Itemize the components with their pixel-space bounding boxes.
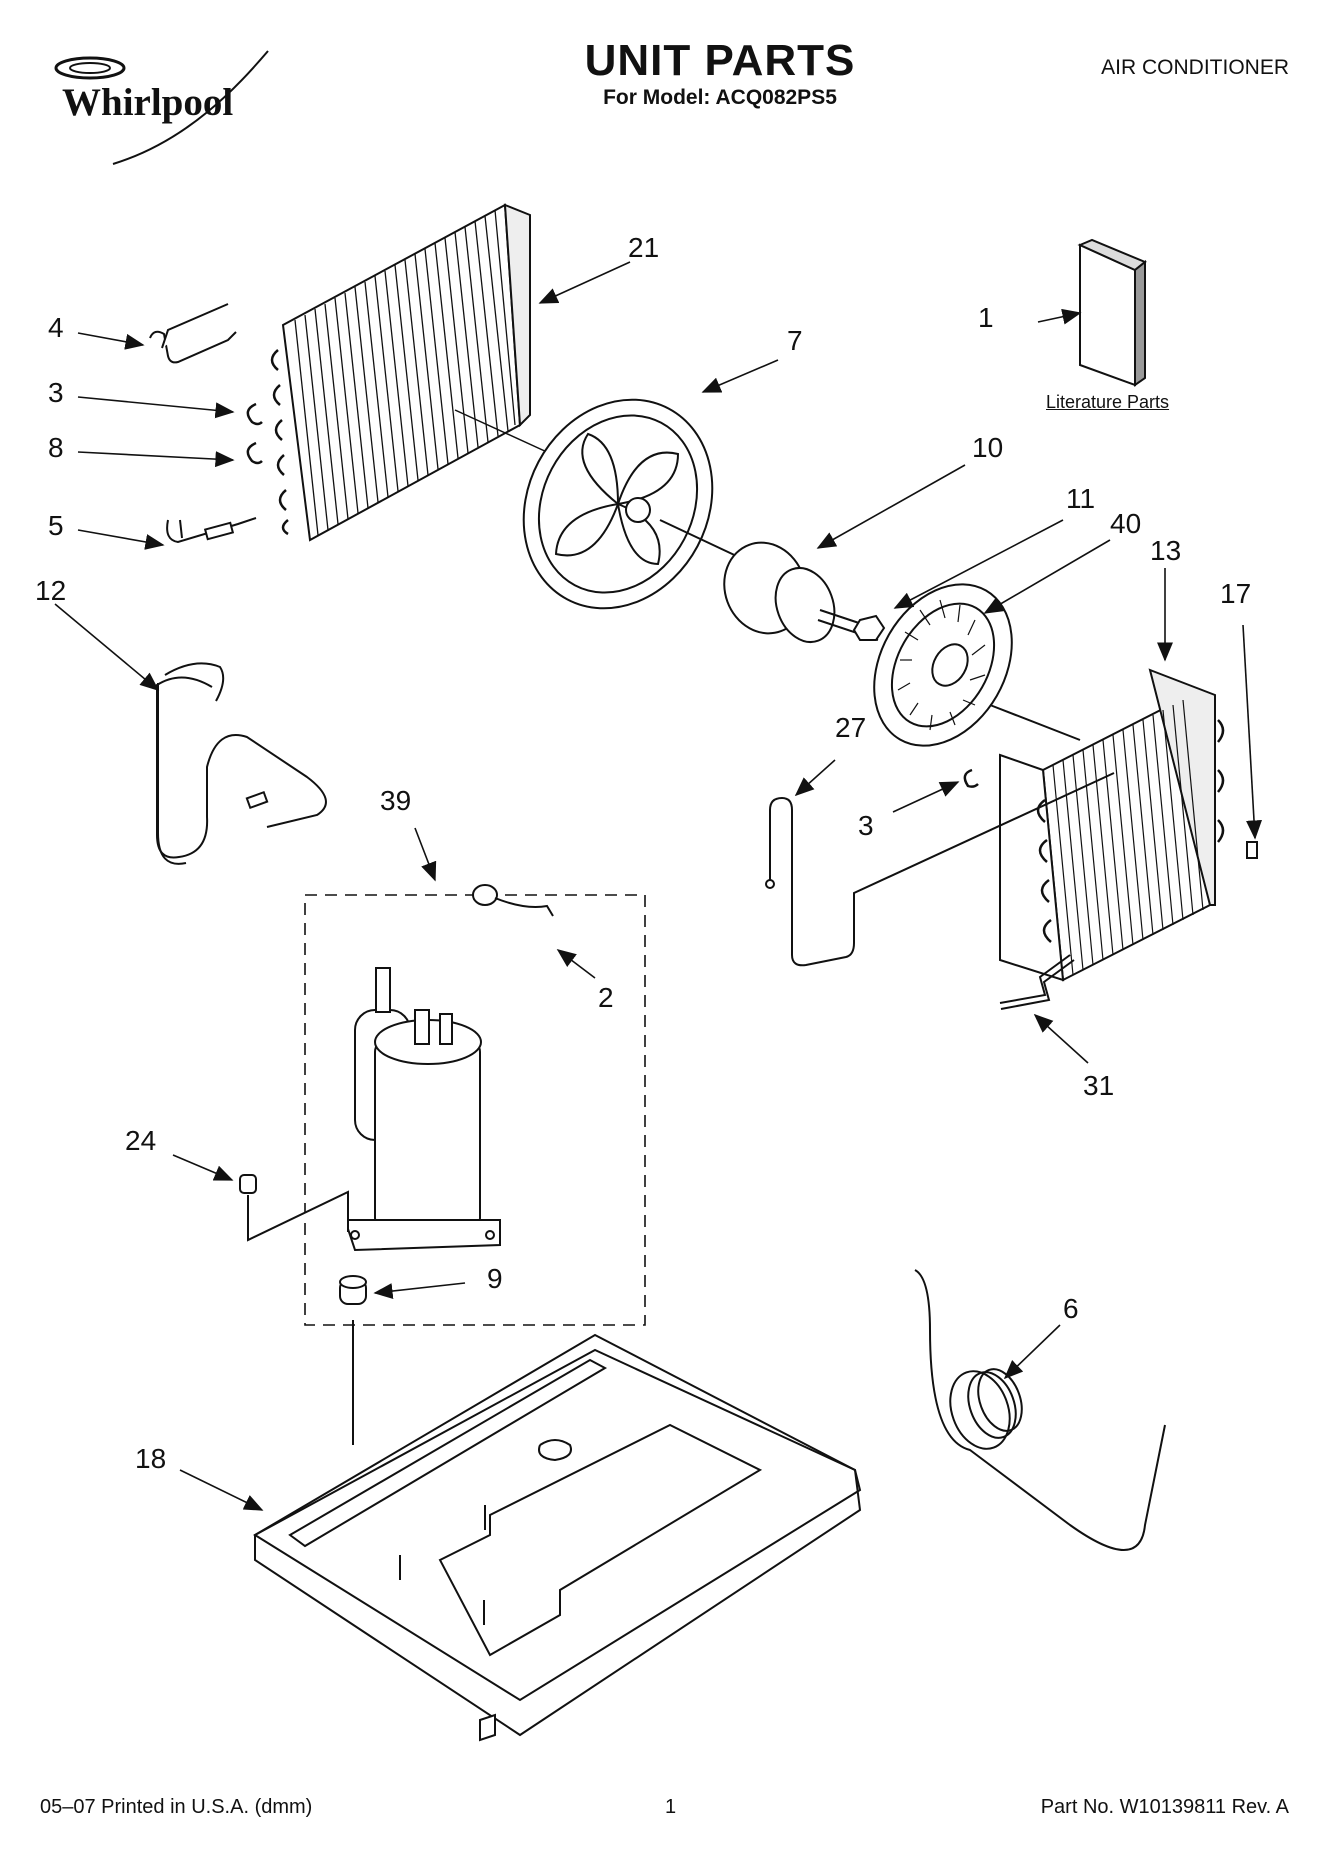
callout-18: 18 xyxy=(135,1443,167,1474)
whirlpool-logo xyxy=(38,46,283,166)
literature-part-1 xyxy=(1077,238,1147,387)
callout-11: 11 xyxy=(1066,483,1096,514)
base-pan-part-18 xyxy=(253,1333,862,1742)
clip-part-3-left xyxy=(246,402,263,426)
callout-31: 31 xyxy=(1083,1070,1115,1101)
page-title: UNIT PARTS xyxy=(584,36,856,85)
callout-3-right: 3 xyxy=(858,810,874,841)
footer-part-number: Part No. W10139811 Rev. A xyxy=(1040,1796,1289,1818)
callout-9: 9 xyxy=(487,1263,503,1294)
product-category: AIR CONDITIONER xyxy=(1101,56,1289,79)
callout-6: 6 xyxy=(1063,1293,1079,1324)
grommet-part-9 xyxy=(339,1275,367,1445)
overload-part-2 xyxy=(472,884,554,917)
callout-39: 39 xyxy=(380,785,412,816)
footer-print-info: 05–07 Printed in U.S.A. (dmm) xyxy=(40,1796,313,1818)
condenser-coil-part-21 xyxy=(270,203,561,542)
fan-motor-part-10 xyxy=(659,519,881,643)
blower-wheel-part-40 xyxy=(873,583,1081,747)
nut-part-24 xyxy=(239,1174,349,1242)
logo-swirl-icon xyxy=(54,50,269,165)
clip-part-3-right xyxy=(963,768,979,788)
callout-27: 27 xyxy=(835,712,867,743)
thermistor-part-17 xyxy=(1246,841,1258,859)
callout-4: 4 xyxy=(48,312,64,343)
callout-13: 13 xyxy=(1150,535,1182,566)
capillary-tube-part-27 xyxy=(765,772,1115,967)
callout-21: 21 xyxy=(628,232,660,263)
callout-3-left: 3 xyxy=(48,377,64,408)
nut-part-11 xyxy=(852,614,886,641)
callout-12: 12 xyxy=(35,575,67,606)
evaporator-coil-part-13 xyxy=(999,668,1225,982)
callout-1: 1 xyxy=(978,302,994,333)
callout-5: 5 xyxy=(48,510,64,541)
tube-part-31 xyxy=(999,954,1075,1010)
clip-part-8 xyxy=(246,441,263,465)
callout-2: 2 xyxy=(598,982,614,1013)
callout-17: 17 xyxy=(1220,578,1252,609)
tube-part-5 xyxy=(166,517,257,544)
tube-part-4 xyxy=(149,303,237,364)
fan-shroud-part-7 xyxy=(522,398,714,610)
callout-8: 8 xyxy=(48,432,64,463)
literature-parts-label: Literature Parts xyxy=(1046,392,1170,412)
tubing-part-12 xyxy=(156,662,327,865)
callout-7: 7 xyxy=(787,325,803,356)
callout-40: 40 xyxy=(1110,508,1142,539)
callout-leaders xyxy=(54,261,1262,1511)
callout-24: 24 xyxy=(125,1125,157,1156)
compressor-assembly-part-39 xyxy=(304,894,646,1326)
callout-10: 10 xyxy=(972,432,1004,463)
brand-name: Whirlpool xyxy=(62,81,234,124)
model-subtitle: For Model: ACQ082PS5 xyxy=(603,86,837,109)
hose-clamp-part-6 xyxy=(914,1269,1166,1551)
footer-page-number: 1 xyxy=(665,1796,677,1818)
